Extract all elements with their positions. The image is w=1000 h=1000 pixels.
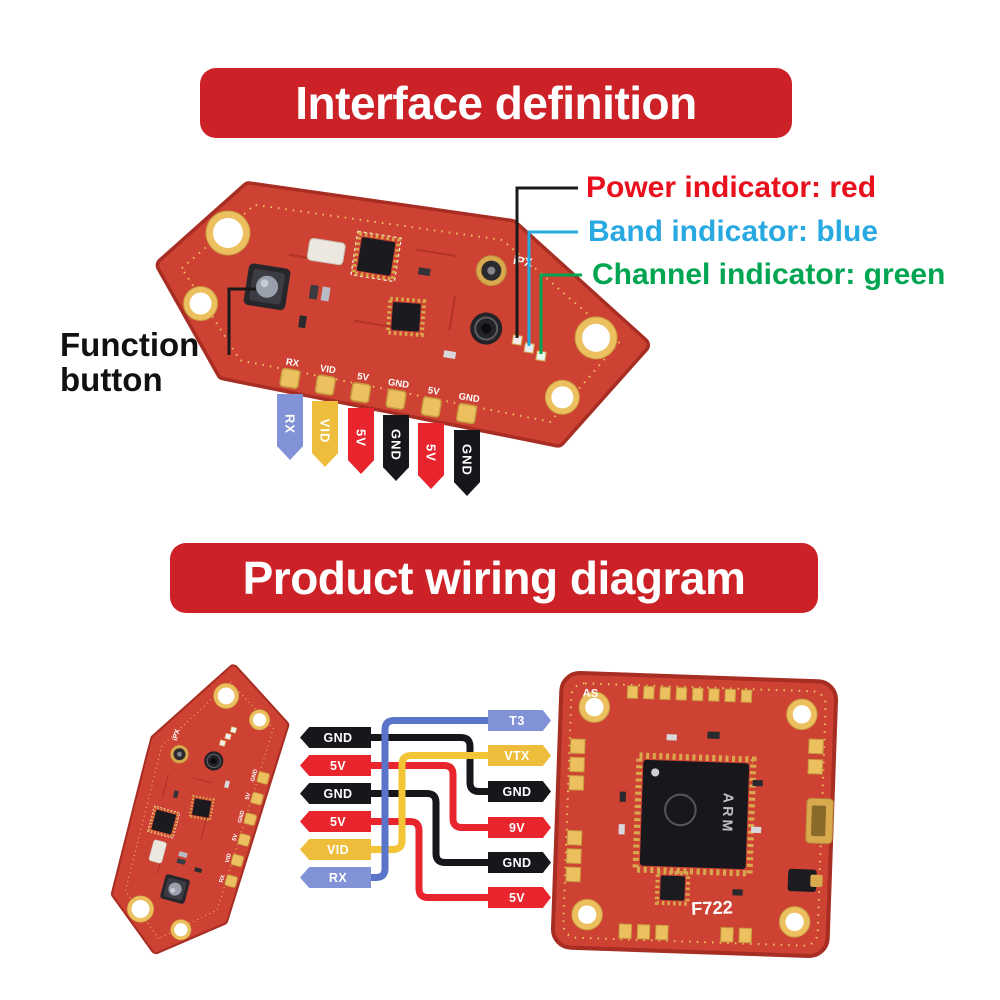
fc-via-ring	[562, 682, 827, 947]
power-indicator-line	[515, 186, 578, 338]
wire-tag-rx: RX	[300, 867, 371, 888]
vtx-board-mini	[97, 648, 314, 975]
aux-chip	[654, 870, 691, 906]
wire-tag-gnd-2: GND	[300, 783, 371, 804]
wire	[367, 762, 492, 831]
pin-tag-vid: VID	[312, 401, 338, 467]
wire	[367, 752, 492, 853]
wire-tag-gnd-3: GND	[488, 781, 551, 802]
wire-tag-t3: T3	[488, 710, 551, 731]
fc-substrate	[550, 670, 839, 959]
pin-tag-gnd-2: GND	[454, 430, 480, 496]
wire	[367, 790, 492, 866]
fc-passives	[618, 731, 763, 896]
wire	[367, 818, 492, 901]
wire-tag-9v: 9V	[488, 817, 551, 838]
pin-tag-5v: 5V	[348, 408, 374, 474]
wire-tag-gnd-4: GND	[488, 852, 551, 873]
fc-model-silk: F722	[691, 896, 733, 918]
band-indicator-label: Band indicator: blue	[588, 215, 879, 248]
wire-tag-vtx: VTX	[488, 745, 551, 766]
pin-tag-5v-2: 5V	[418, 423, 444, 489]
fc-mounting-holes	[571, 691, 818, 938]
channel-indicator-label: Channel indicator: green	[592, 258, 946, 291]
banner-title: Product wiring diagram	[242, 552, 746, 604]
band-indicator-line	[527, 230, 578, 346]
wire	[367, 734, 492, 795]
wire-tag-5v-2: 5V	[300, 811, 371, 832]
banner-title: Interface definition	[295, 77, 697, 129]
channel-indicator-line	[539, 273, 582, 354]
function-button-line	[227, 287, 256, 355]
wire-tag-vid: VID	[300, 839, 371, 860]
function-button-label: Function button	[60, 326, 200, 398]
wire-tag-5v: 5V	[300, 755, 371, 776]
wire-tag-gnd: GND	[300, 727, 371, 748]
fc-corner-silk: AS	[582, 688, 598, 701]
mcu-chip: ARM	[632, 752, 757, 877]
flight-controller-board: ARM AS F722	[550, 670, 839, 959]
mcu-label: ARM	[718, 793, 735, 835]
product-wiring-banner: Product wiring diagram	[170, 543, 818, 613]
usb-connector	[805, 797, 834, 845]
boot-button	[787, 868, 823, 892]
fc-solder-pads	[565, 685, 824, 944]
wire-tag-5v-3: 5V	[488, 887, 551, 908]
power-indicator-label: Power indicator: red	[586, 171, 877, 204]
pin-tag-gnd: GND	[383, 415, 409, 481]
interface-definition-banner: Interface definition	[200, 68, 792, 138]
pin-tag-rx: RX	[277, 394, 303, 460]
wire	[367, 717, 492, 881]
